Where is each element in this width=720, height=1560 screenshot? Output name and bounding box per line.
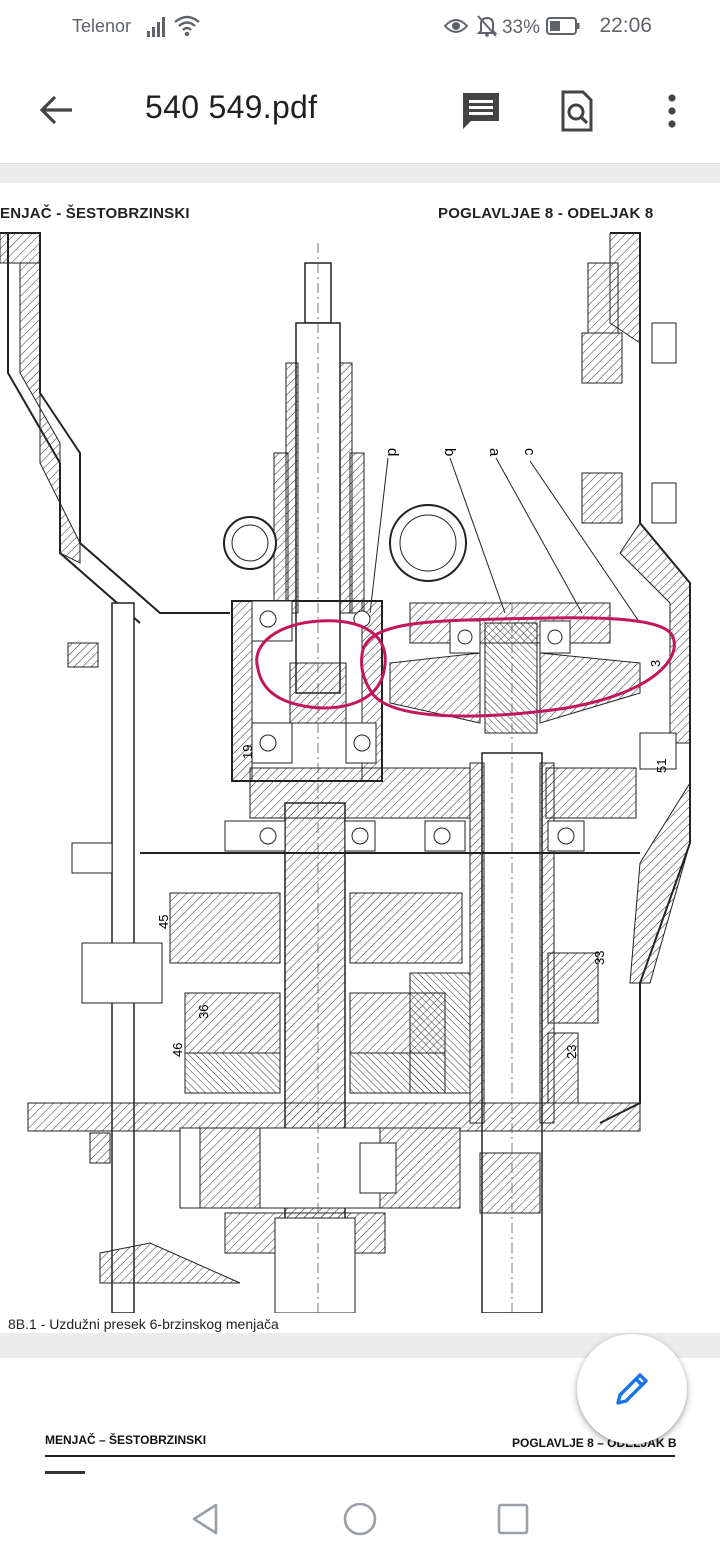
pdf-page-1: ENJAČ - ŠESTOBRZINSKI POGLAVLJAE 8 - ODE… [0, 183, 720, 1333]
callout-33: 33 [592, 951, 607, 965]
callout-51: 51 [654, 759, 669, 773]
app-bar: 540 549.pdf [0, 56, 720, 164]
callout-a: a [486, 448, 503, 457]
nav-home-icon[interactable] [340, 1499, 380, 1539]
gearbox-section-drawing: d b a c 19 51 45 33 36 46 23 3 [0, 232, 691, 1313]
wifi-icon [173, 14, 201, 43]
callout-b: b [441, 448, 458, 456]
page2-header-rule [45, 1455, 675, 1457]
callout-36: 36 [196, 1005, 211, 1019]
callout-3: 3 [648, 660, 663, 667]
carrier-name: Telenor [72, 16, 132, 36]
status-right-group: 33% [443, 14, 590, 43]
eye-icon [443, 16, 469, 41]
more-vert-icon [668, 94, 676, 128]
system-nav-bar [0, 1475, 720, 1560]
callout-19: 19 [240, 745, 255, 759]
callout-46: 46 [170, 1043, 185, 1057]
annotation-loop-right [360, 616, 676, 718]
find-in-page-icon [561, 90, 593, 132]
back-button[interactable] [30, 88, 82, 132]
figure-caption: 8B.1 - Uzdužni presek 6-brzinskog menjač… [8, 1316, 279, 1332]
nav-recents-icon[interactable] [493, 1499, 533, 1539]
battery-percent: 33% [501, 17, 540, 38]
find-in-page-button[interactable] [552, 86, 602, 136]
back-arrow-icon [39, 95, 72, 125]
callout-c: c [521, 448, 538, 456]
document-title: 540 549.pdf [145, 89, 318, 125]
page2-header-left: MENJAČ – ŠESTOBRZINSKI [45, 1433, 207, 1447]
signal-icon [146, 14, 170, 43]
bell-off-icon [476, 14, 498, 43]
callout-d: d [384, 448, 401, 456]
pdf-viewer[interactable]: ENJAČ - ŠESTOBRZINSKI POGLAVLJAE 8 - ODE… [0, 165, 720, 1475]
comments-button[interactable] [456, 86, 506, 136]
callout-45: 45 [156, 915, 171, 929]
page-header-right: POGLAVLJAE 8 - ODELJAK 8 [438, 205, 654, 222]
page2-text-fragment [45, 1471, 85, 1474]
edit-pencil-icon [616, 1373, 648, 1405]
annotation-loop-left [255, 619, 387, 710]
page-header-left: ENJAČ - ŠESTOBRZINSKI [0, 205, 190, 222]
status-bar: Telenor 33% [0, 0, 720, 56]
comment-icon [463, 93, 499, 129]
edit-fab[interactable] [577, 1334, 687, 1444]
nav-back-icon[interactable] [186, 1499, 226, 1539]
callout-23: 23 [564, 1045, 579, 1059]
clock: 22:06 [599, 14, 652, 37]
more-options-button[interactable] [652, 86, 692, 136]
battery-icon [546, 16, 580, 41]
